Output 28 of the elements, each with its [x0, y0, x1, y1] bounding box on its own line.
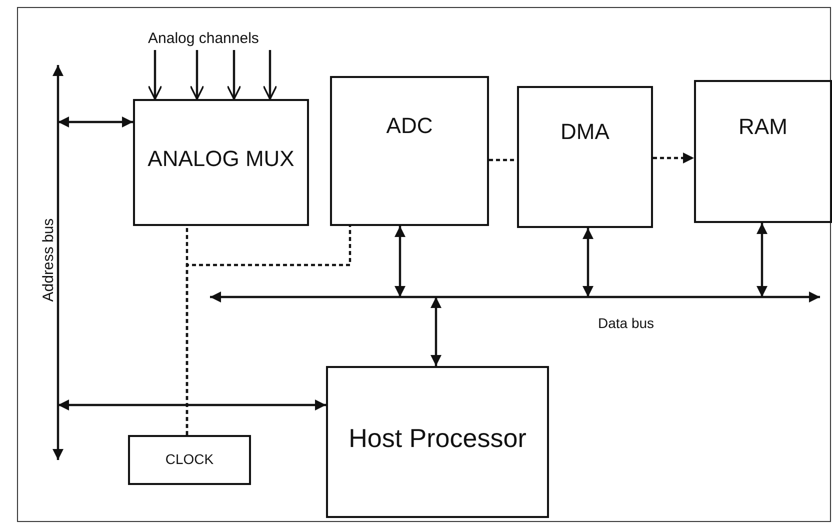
arrow — [58, 400, 326, 410]
bus-label: Data bus — [598, 315, 654, 331]
arrow — [262, 50, 278, 100]
arrow — [582, 228, 594, 297]
block-box — [128, 435, 251, 485]
dashed-connector — [653, 152, 694, 164]
block-label: CLOCK — [165, 451, 214, 469]
block-label: Host Processor — [348, 422, 526, 455]
block-label: DMA — [560, 118, 610, 146]
block-box — [694, 80, 832, 223]
block-label: ANALOG MUX — [148, 144, 294, 173]
block-label: RAM — [738, 112, 788, 141]
arrow — [148, 50, 162, 100]
dashed-connector — [489, 158, 517, 162]
arrow — [430, 297, 442, 366]
dashed-connector — [186, 226, 352, 435]
arrow — [394, 226, 406, 297]
block-label: ADC — [386, 112, 433, 140]
bus-label: Address bus — [40, 218, 57, 302]
block-box — [330, 76, 489, 226]
block-box — [133, 99, 309, 226]
arrow — [58, 116, 133, 128]
arrow — [226, 50, 242, 100]
arrow — [190, 50, 204, 100]
channel-label: Analog channels — [148, 30, 259, 47]
block-box — [517, 86, 653, 228]
block-box — [326, 366, 549, 518]
arrow — [756, 223, 768, 297]
